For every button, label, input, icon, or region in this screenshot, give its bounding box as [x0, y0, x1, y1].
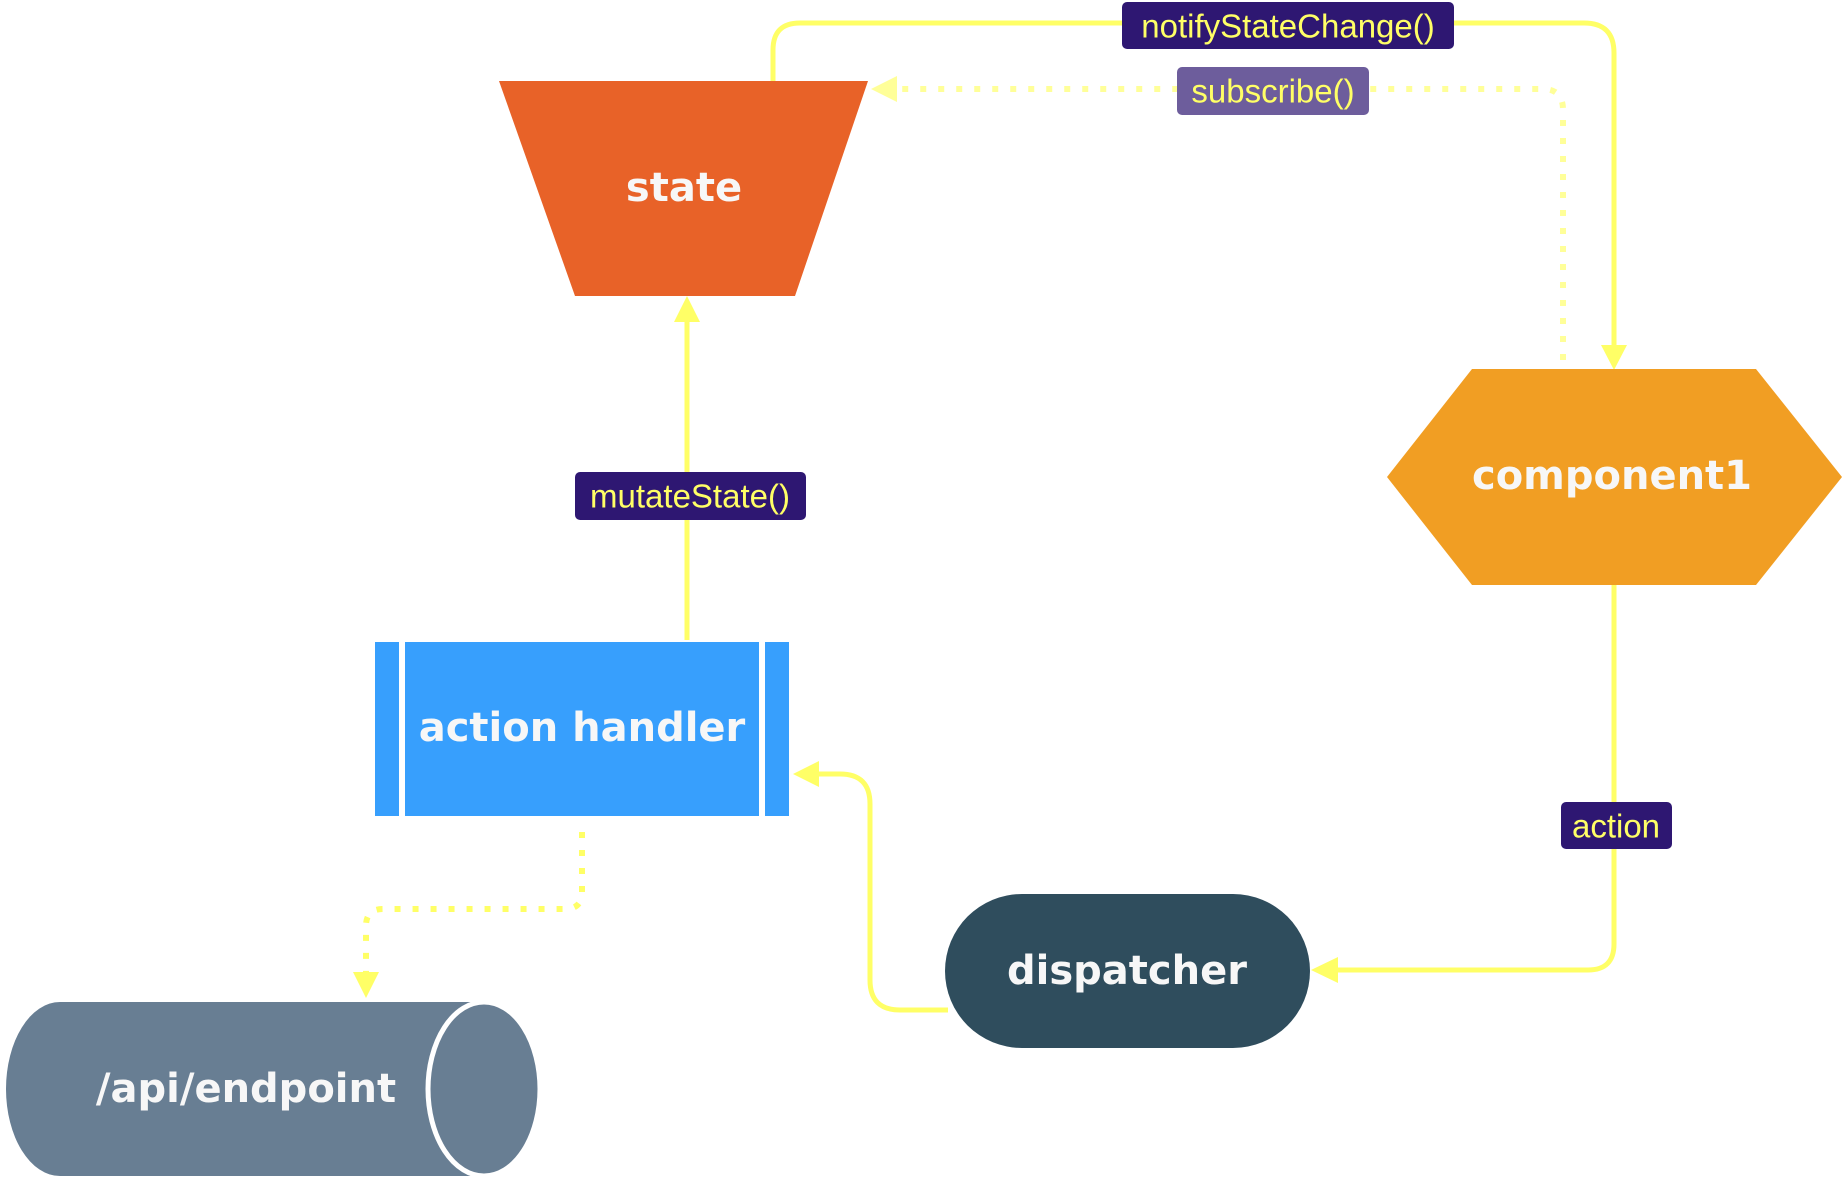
node-component1[interactable]: component1	[1387, 369, 1842, 585]
edge-label-bg	[1561, 802, 1672, 849]
edge-line	[898, 86, 1566, 360]
edge-line	[363, 832, 585, 972]
cylinder-body	[6, 1002, 540, 1176]
edge-subscribe	[871, 76, 1566, 360]
edge-api-call	[353, 832, 585, 998]
node-label: /api/endpoint	[96, 1066, 396, 1112]
arrowhead-icon	[353, 972, 379, 998]
node-label: dispatcher	[1007, 948, 1247, 994]
edge-label-text: action	[1572, 808, 1660, 845]
arrowhead-icon	[871, 76, 897, 102]
edge-mutate-state	[674, 296, 700, 640]
edge-line	[818, 771, 948, 1013]
arrowhead-icon	[793, 761, 819, 787]
node-state[interactable]: state	[499, 81, 868, 296]
node-label: state	[626, 165, 742, 211]
node-label: component1	[1472, 453, 1752, 499]
node-api-endpoint[interactable]: /api/endpoint	[6, 999, 543, 1179]
edge-label-notify-state-change: notifyStateChange()	[1122, 2, 1454, 49]
stadium-shape	[945, 894, 1310, 1048]
arrowhead-icon	[1601, 345, 1627, 370]
edge-label-bg	[1122, 2, 1454, 49]
node-action-handler[interactable]: action handler	[375, 642, 789, 816]
subroutine-shape	[375, 642, 789, 816]
node-dispatcher[interactable]: dispatcher	[945, 894, 1310, 1048]
trapezoid-shape	[499, 81, 868, 296]
edge-label-bg	[1177, 67, 1369, 115]
edge-label-mutate-state: mutateState()	[575, 472, 806, 520]
edge-line	[1338, 583, 1617, 973]
arrowhead-icon	[674, 296, 700, 322]
edge-label-text: mutateState()	[590, 478, 790, 515]
node-label: action handler	[419, 705, 746, 751]
arrowhead-icon	[1311, 957, 1338, 983]
edge-action	[1311, 583, 1617, 983]
edge-label-text: subscribe()	[1191, 73, 1354, 110]
edge-label-action: action	[1561, 802, 1672, 849]
edge-dispatch	[793, 761, 948, 1013]
edge-label-bg	[575, 472, 806, 520]
edge-label-text: notifyStateChange()	[1141, 8, 1435, 45]
cylinder-cap	[425, 999, 543, 1179]
hexagon-shape	[1387, 369, 1842, 585]
edge-label-subscribe: subscribe()	[1177, 67, 1369, 115]
